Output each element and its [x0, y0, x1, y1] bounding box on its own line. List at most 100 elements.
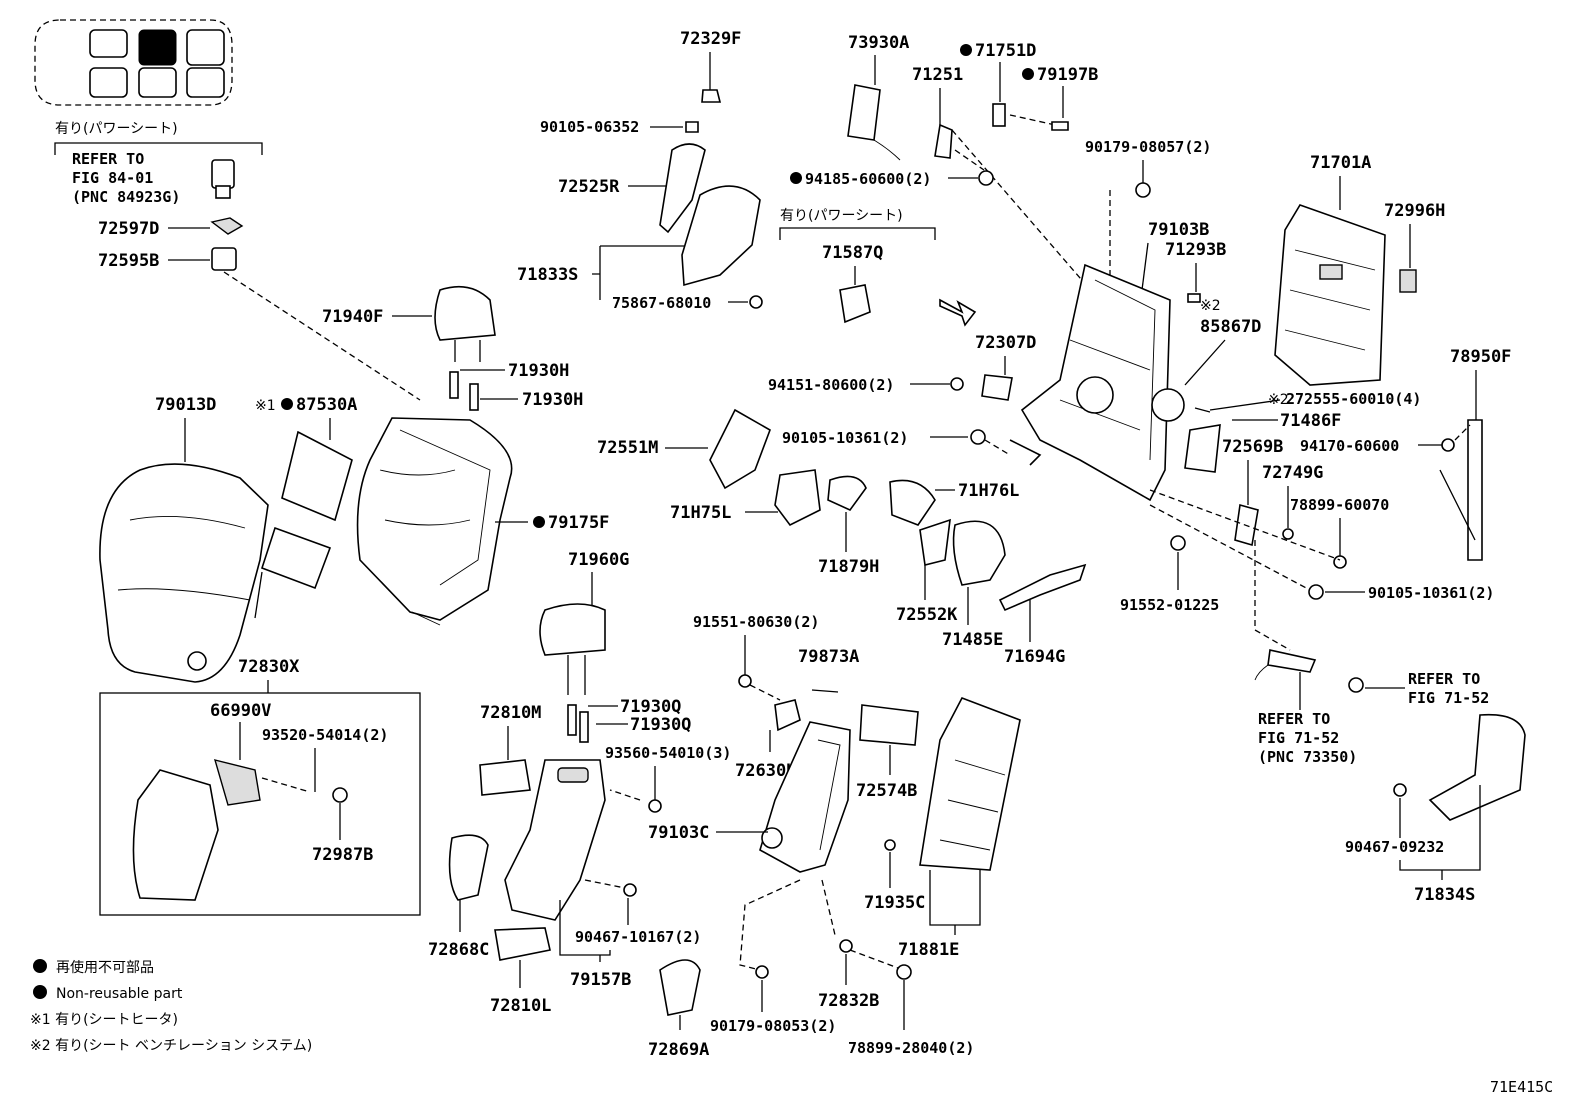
label-72987B[interactable]: 72987B: [312, 845, 373, 865]
label-71881E[interactable]: 71881E: [898, 940, 959, 960]
label-94151-80600[interactable]: 94151-80600(2): [768, 376, 894, 394]
label-91551-80630[interactable]: 91551-80630(2): [693, 613, 819, 631]
label-72810L[interactable]: 72810L: [490, 996, 551, 1016]
label-72630H[interactable]: 72630H: [735, 761, 796, 781]
label-78950F[interactable]: 78950F: [1450, 347, 1511, 367]
label-71930Q-b[interactable]: 71930Q: [630, 715, 691, 735]
part-90467-09232: [1393, 783, 1407, 797]
label-71701A[interactable]: 71701A: [1310, 153, 1371, 173]
part-72869A: [659, 959, 701, 1016]
label-85867D[interactable]: 85867D: [1200, 317, 1261, 337]
label-78899-28040[interactable]: 78899-28040(2): [848, 1039, 974, 1057]
refer-fig-71-52-a-line1[interactable]: REFER TO: [1408, 670, 1480, 688]
part-79157B-armrest-frame: [504, 759, 606, 921]
label-94185-60600[interactable]: 94185-60600(2): [805, 170, 931, 188]
label-71930Q-a[interactable]: 71930Q: [620, 697, 681, 717]
label-66990V[interactable]: 66990V: [210, 701, 271, 721]
part-71486F: [1184, 424, 1221, 473]
part-72810M: [479, 759, 531, 796]
label-78899-60070[interactable]: 78899-60070: [1290, 496, 1389, 514]
label-73930A[interactable]: 73930A: [848, 33, 909, 53]
label-71485E[interactable]: 71485E: [942, 630, 1003, 650]
part-79013D-seatback-cover: [99, 463, 269, 683]
label-72810M[interactable]: 72810M: [480, 703, 541, 723]
label-71251[interactable]: 71251: [912, 65, 963, 85]
non-reusable-dot-94185-60600: [790, 172, 802, 184]
label-71930H-a[interactable]: 71930H: [508, 361, 569, 381]
refer-fig-71-52-b-line2[interactable]: FIG 71-52: [1258, 729, 1339, 747]
part-94185-60600: [978, 170, 994, 186]
label-90467-10167[interactable]: 90467-10167(2): [575, 928, 701, 946]
label-72996H[interactable]: 72996H: [1384, 201, 1445, 221]
label-71751D[interactable]: 71751D: [975, 41, 1036, 61]
label-72597D[interactable]: 72597D: [98, 219, 159, 239]
refer-fig-84-01-line1[interactable]: REFER TO: [72, 150, 144, 168]
label-94170-60600[interactable]: 94170-60600: [1300, 437, 1399, 455]
label-90179-08057[interactable]: 90179-08057(2): [1085, 138, 1211, 156]
refer-fig-71-52-b-line1[interactable]: REFER TO: [1258, 710, 1330, 728]
label-71293B[interactable]: 71293B: [1165, 240, 1226, 260]
label-79013D[interactable]: 79013D: [155, 395, 216, 415]
refer-fig-71-52-a-line2[interactable]: FIG 71-52: [1408, 689, 1489, 707]
label-87530A[interactable]: 87530A: [296, 395, 357, 415]
label-79175F[interactable]: 79175F: [548, 513, 609, 533]
label-90105-10361-a[interactable]: 90105-10361(2): [782, 429, 908, 447]
part-94170-60600: [1441, 438, 1455, 452]
part-72595B: [211, 247, 237, 271]
part-72552K: [919, 518, 951, 566]
switch-part-icon: [211, 159, 235, 199]
note-1-seat-heater: ※1 有り(シートヒータ): [30, 1012, 178, 1028]
label-72574B[interactable]: 72574B: [856, 781, 917, 801]
label-72525R[interactable]: 72525R: [558, 177, 620, 197]
label-79103C[interactable]: 79103C: [648, 823, 709, 843]
label-72595B[interactable]: 72595B: [98, 251, 159, 271]
label-79157B[interactable]: 79157B: [570, 970, 631, 990]
label-72868C[interactable]: 72868C: [428, 940, 489, 960]
label-71833S[interactable]: 71833S: [517, 265, 578, 285]
label-79197B[interactable]: 79197B: [1037, 65, 1098, 85]
refer-fig-71-52-b-line3[interactable]: (PNC 73350): [1258, 748, 1357, 766]
label-90179-08053[interactable]: 90179-08053(2): [710, 1017, 836, 1035]
label-71879H[interactable]: 71879H: [818, 557, 879, 577]
part-73930A: [847, 84, 901, 161]
legend-dot-en: [33, 985, 47, 999]
part-72630H: [774, 699, 801, 732]
part-79103B-seat-frame: [1009, 263, 1171, 502]
label-90467-09232[interactable]: 90467-09232: [1345, 838, 1444, 856]
label-71486F[interactable]: 71486F: [1280, 411, 1341, 431]
label-72830X[interactable]: 72830X: [238, 657, 300, 677]
label-72552K[interactable]: 72552K: [896, 605, 958, 625]
label-71H76L[interactable]: 71H76L: [958, 481, 1019, 501]
label-72569B[interactable]: 72569B: [1222, 437, 1283, 457]
label-72307D[interactable]: 72307D: [975, 333, 1036, 353]
label-272555-60010[interactable]: 272555-60010(4): [1286, 390, 1421, 408]
part-71930Q-guides: [567, 704, 589, 743]
refer-fig-84-01-line3[interactable]: (PNC 84923G): [72, 188, 180, 206]
label-91552-01225[interactable]: 91552-01225: [1120, 596, 1219, 614]
label-72551M[interactable]: 72551M: [597, 438, 658, 458]
refer-fig-84-01-line2[interactable]: FIG 84-01: [72, 169, 153, 187]
label-72749G[interactable]: 72749G: [1262, 463, 1323, 483]
label-75867-68010[interactable]: 75867-68010: [612, 294, 711, 312]
label-71587Q[interactable]: 71587Q: [822, 243, 883, 263]
label-71834S[interactable]: 71834S: [1414, 885, 1475, 905]
part-90467-10167: [623, 883, 637, 897]
label-72869A[interactable]: 72869A: [648, 1040, 709, 1060]
label-72832B[interactable]: 72832B: [818, 991, 879, 1011]
label-72329F[interactable]: 72329F: [680, 29, 741, 49]
label-71940F[interactable]: 71940F: [322, 307, 383, 327]
label-71935C[interactable]: 71935C: [864, 893, 925, 913]
label-71960G[interactable]: 71960G: [568, 550, 629, 570]
box-72830X: [99, 692, 421, 916]
part-72574B: [859, 704, 919, 746]
label-90105-06352[interactable]: 90105-06352: [540, 118, 639, 136]
label-71694G[interactable]: 71694G: [1004, 647, 1065, 667]
label-93560-54010[interactable]: 93560-54010(3): [605, 744, 731, 762]
label-93520-54014[interactable]: 93520-54014(2): [262, 726, 388, 744]
label-71930H-b[interactable]: 71930H: [522, 390, 583, 410]
label-79103B[interactable]: 79103B: [1148, 220, 1209, 240]
label-71H75L[interactable]: 71H75L: [670, 503, 731, 523]
label-79873A[interactable]: 79873A: [798, 647, 859, 667]
label-90105-10361-b[interactable]: 90105-10361(2): [1368, 584, 1494, 602]
